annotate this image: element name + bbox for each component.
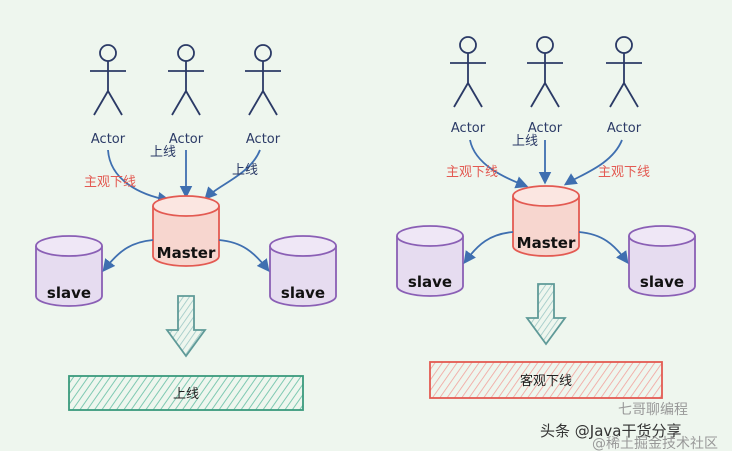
- arrow-actor1-to-master: [107, 149, 171, 205]
- watermark-sub2: @稀土掘金技术社区: [592, 436, 718, 451]
- actor-label: Actor: [528, 121, 563, 136]
- left-actor-3: Actor: [245, 44, 281, 147]
- down-arrow-icon: [165, 295, 207, 358]
- actor-label: Actor: [607, 121, 642, 136]
- result-bar-online: [68, 375, 304, 411]
- arrow-master-to-slave-right: [218, 239, 270, 272]
- right-actor-1: Actor: [450, 36, 486, 136]
- actor-icon: [450, 36, 486, 108]
- result-label: 客观下线: [520, 373, 572, 389]
- annotation-subjective-down: 主观下线: [598, 165, 650, 180]
- watermark: 七哥聊编程 头条 @Java干货分享 @稀土掘金技术社区: [540, 402, 718, 451]
- slave-label: slave: [47, 284, 91, 302]
- arrow-master-to-slave-left: [102, 239, 154, 272]
- slave-label: slave: [281, 284, 325, 302]
- right-slave-db-1: slave: [396, 225, 464, 297]
- actor-icon: [527, 36, 563, 108]
- watermark-sub: 七哥聊编程: [618, 402, 688, 418]
- left-slave-db-1: slave: [35, 235, 103, 307]
- arrow-master-to-slave-right: [578, 231, 629, 265]
- left-master-db: Master: [152, 195, 220, 267]
- watermark-source: 头条 @Java干货分享: [540, 422, 681, 440]
- right-master-db: Master: [512, 185, 580, 257]
- annotation-online-mid: 上线: [512, 134, 538, 149]
- actor-label: Actor: [246, 132, 281, 147]
- master-label: Master: [157, 244, 216, 262]
- result-label: 上线: [173, 387, 199, 402]
- arrow-actor3-to-master: [204, 149, 261, 200]
- actor-label: Actor: [91, 132, 126, 147]
- left-actor-2: Actor: [168, 44, 204, 147]
- actor-icon: [90, 44, 126, 116]
- right-slave-db-2: slave: [628, 225, 696, 297]
- slave-label: slave: [640, 273, 684, 291]
- result-bar-objective-down: [429, 361, 663, 399]
- actor-icon: [168, 44, 204, 116]
- right-actor-2: Actor: [527, 36, 563, 136]
- actor-icon: [245, 44, 281, 116]
- actor-label: Actor: [169, 132, 204, 147]
- annotation-subjective-down: 主观下线: [446, 165, 498, 180]
- down-arrow-icon: [525, 283, 567, 346]
- left-slave-db-2: slave: [269, 235, 337, 307]
- annotation-online-right: 上线: [232, 163, 258, 178]
- annotation-subjective-down: 主观下线: [84, 175, 136, 190]
- arrow-actor1-to-master: [469, 139, 529, 189]
- right-diagram: Actor Actor Actor 主观下线: [396, 36, 696, 399]
- actor-icon: [606, 36, 642, 108]
- master-label: Master: [517, 234, 576, 252]
- arrow-master-to-slave-left: [463, 231, 514, 265]
- arrow-actor3-to-master: [563, 139, 623, 186]
- slave-label: slave: [408, 273, 452, 291]
- actor-label: Actor: [451, 121, 486, 136]
- left-diagram: Actor Actor Actor: [35, 44, 337, 411]
- right-actor-3: Actor: [606, 36, 642, 136]
- left-actor-1: Actor: [90, 44, 126, 147]
- annotation-online-mid: 上线: [150, 145, 176, 160]
